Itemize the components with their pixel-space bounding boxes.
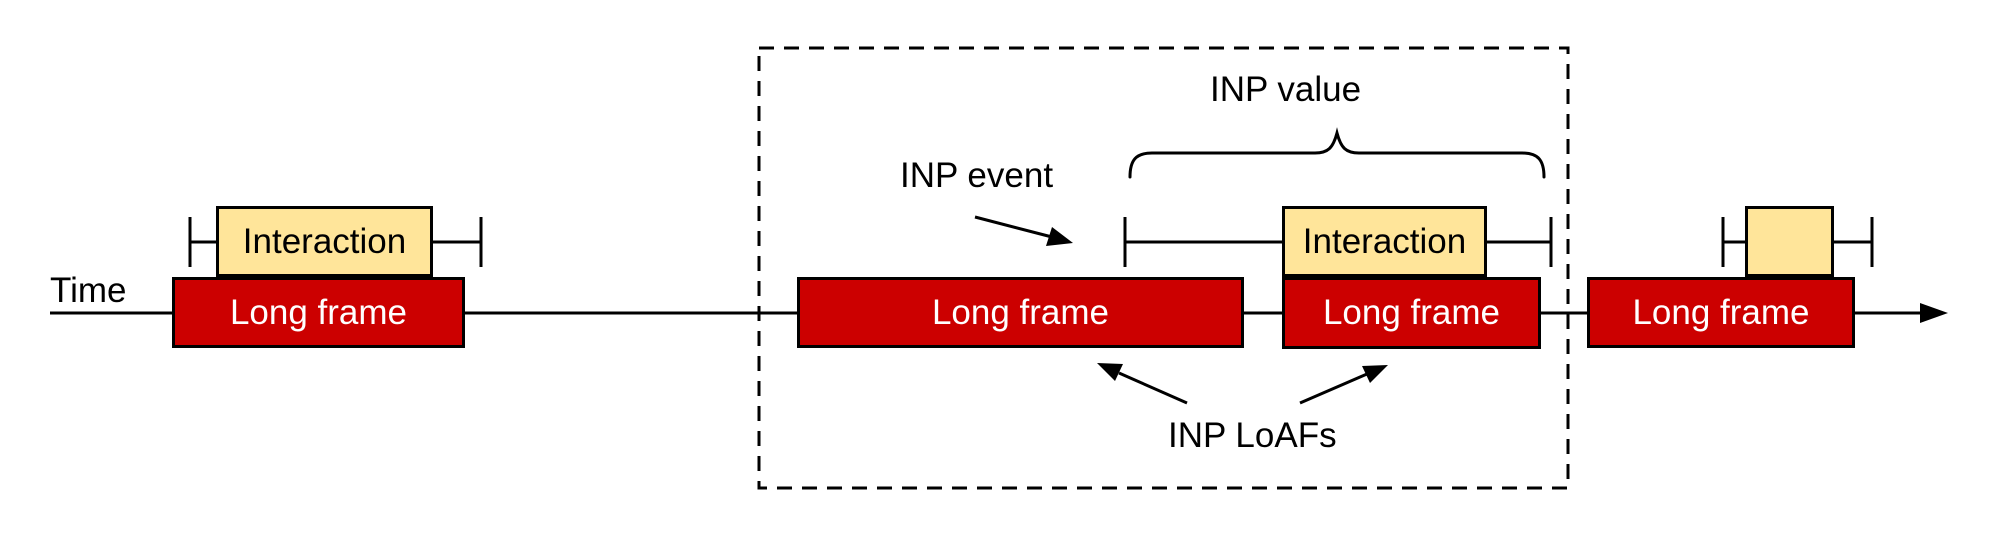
long-frame-4: Long frame (1587, 277, 1855, 348)
interaction-2-inp: Interaction (1282, 206, 1487, 277)
long-frame-2-inp-loaf: Long frame (797, 277, 1244, 348)
inp-loafs-left-arrowhead-icon (1097, 363, 1123, 381)
interaction-3-whiskers (1721, 217, 1874, 267)
inp-loafs-label: INP LoAFs (1168, 416, 1337, 455)
inp-value-label: INP value (1210, 70, 1362, 109)
inp-loafs-arrow-right (1299, 365, 1388, 405)
inp-event-arrowhead-icon (1046, 227, 1073, 246)
interaction-3 (1745, 206, 1834, 277)
inp-loafs-right-arrowhead-icon (1362, 365, 1388, 383)
inp-loafs-arrow-left (1097, 363, 1188, 405)
interaction-1: Interaction (216, 206, 433, 277)
timeline-arrowhead-icon (1920, 303, 1948, 323)
interaction-2-whiskers (1123, 217, 1553, 267)
inp-value-brace (1128, 127, 1546, 179)
interaction-1-whiskers (188, 217, 483, 267)
long-frame-3-inp-loaf: Long frame (1282, 277, 1541, 349)
inp-event-arrow (974, 215, 1073, 246)
inp-window-dashed-box (757, 46, 1570, 490)
time-label: Time (50, 271, 127, 310)
inp-event-label: INP event (900, 156, 1054, 195)
long-frame-1: Long frame (172, 277, 465, 348)
